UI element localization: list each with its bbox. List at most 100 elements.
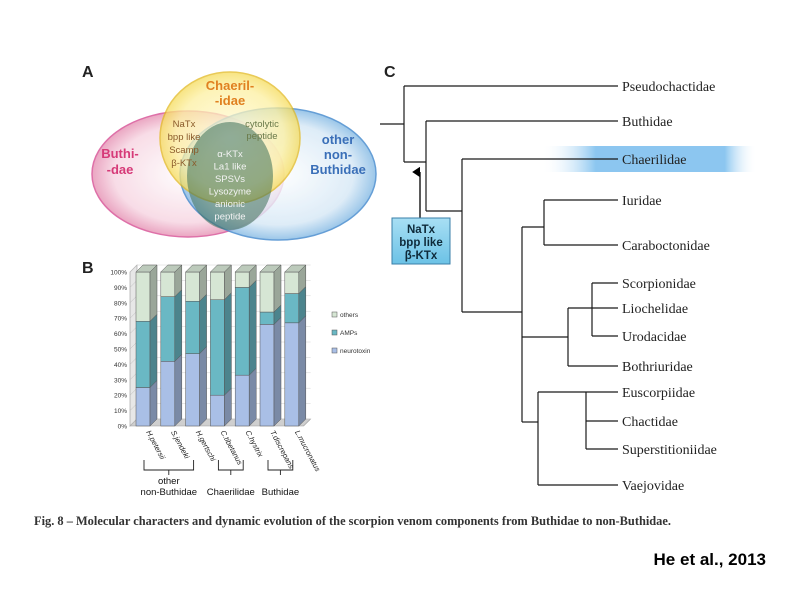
venn-text-buthidae-chaerilidae: Scamp xyxy=(169,145,199,156)
x-tick-label: T.discrepans xyxy=(268,429,296,471)
bar-segment-others xyxy=(160,271,176,297)
taxon-urodacidae: Urodacidae xyxy=(622,330,687,345)
panel-b-letter: B xyxy=(82,260,94,277)
bar-segment-others xyxy=(210,271,225,300)
bar-top xyxy=(234,264,257,273)
bar-segment-neurotoxin xyxy=(284,322,300,427)
x-tick-label: C.hystrix xyxy=(243,429,265,459)
legend-swatch-others xyxy=(331,311,338,318)
bar-segment-others xyxy=(234,271,250,288)
bar-segment-neurotoxin xyxy=(160,361,176,427)
bar-top xyxy=(184,264,208,273)
y-tick-label: 90% xyxy=(114,285,127,292)
bar-segment-AMPs xyxy=(259,311,275,325)
x-tick-label: S.jendeki xyxy=(169,429,192,461)
x-tick-label: H.petersii xyxy=(144,429,167,461)
bar-side-neurotoxin xyxy=(199,346,207,427)
taxon-iuridae: Iuridae xyxy=(622,194,662,209)
bar-side-others xyxy=(149,264,158,322)
bar-side-AMPs xyxy=(149,313,158,389)
x-tick-label: H.gertschi xyxy=(194,429,218,463)
taxon-scorpionidae: Scorpionidae xyxy=(622,277,696,292)
venn-text-shared: Lysozyme xyxy=(209,187,251,198)
bar-side-AMPs xyxy=(248,279,257,376)
bar-segment-neurotoxin xyxy=(185,353,200,427)
y-tick-label: 70% xyxy=(114,316,127,323)
taxon-caraboctonidae: Caraboctonidae xyxy=(622,239,710,254)
venn-text-shared: anionic xyxy=(215,199,245,210)
bar-side-neurotoxin xyxy=(298,315,307,427)
bar-side-neurotoxin xyxy=(174,353,183,427)
group-label: non-Buthidae xyxy=(141,487,198,498)
taxon-chactidae: Chactidae xyxy=(622,415,678,430)
bar-segment-neurotoxin xyxy=(210,394,225,427)
stacked-bar-chart: 0%10%20%30%40%50%60%70%80%90%100%H.peter… xyxy=(110,264,371,498)
bar-segment-AMPs xyxy=(284,293,300,324)
annotation-box xyxy=(391,217,451,265)
venn-text-buthidae-chaerilidae: bpp like xyxy=(168,132,201,143)
taxon-chaerilidae: Chaerilidae xyxy=(622,153,687,168)
citation: He et al., 2013 xyxy=(653,550,766,569)
bar-segment-AMPs xyxy=(135,321,151,388)
annotation-text: NaTx xyxy=(407,224,436,236)
taxon-buthidae: Buthidae xyxy=(622,115,673,130)
y-tick-label: 80% xyxy=(114,300,127,307)
bar-side-AMPs xyxy=(199,293,207,355)
venn-text-buthidae-chaerilidae: β-KTx xyxy=(171,158,197,169)
venn-label-chaerilidae: -idae xyxy=(215,93,245,108)
bar-top xyxy=(209,264,233,273)
legend-swatch-AMPs xyxy=(331,329,338,336)
venn-text-chaerilidae-other: cytolytic xyxy=(245,119,279,130)
bar-segment-others xyxy=(259,271,275,313)
taxon-euscorpiidae: Euscorpiidae xyxy=(622,386,695,401)
venn-diagram: Buthi--dae Chaeril--idae othernon-Buthidae… xyxy=(91,71,377,241)
annotation-text: bpp like xyxy=(399,237,442,249)
bar-segment-others xyxy=(185,271,200,302)
legend-swatch-neurotoxin xyxy=(331,347,338,354)
y-tick-label: 20% xyxy=(114,393,127,400)
bar-top xyxy=(135,264,158,273)
bar-side-AMPs xyxy=(174,289,183,362)
annotation-text: β-KTx xyxy=(405,250,438,262)
y-gridline xyxy=(129,264,138,273)
bar-segment-AMPs xyxy=(160,296,176,362)
bar-side-AMPs xyxy=(224,292,232,396)
legend-label-neurotoxin: neurotoxin xyxy=(340,348,371,355)
taxon-liochelidae: Liochelidae xyxy=(622,302,688,317)
venn-label-chaerilidae: Chaeril- xyxy=(206,78,254,93)
x-tick-label: L.mucronatus xyxy=(293,429,322,474)
y-tick-label: 50% xyxy=(114,347,127,354)
bar-top xyxy=(259,264,282,273)
venn-text-shared: La1 like xyxy=(214,162,247,173)
panel-c-letter: C xyxy=(384,64,396,81)
group-bracket xyxy=(143,460,195,471)
bar-segment-AMPs xyxy=(210,299,225,396)
group-label: Buthidae xyxy=(262,487,300,498)
taxon-superstitioniidae: Superstitioniidae xyxy=(622,443,717,458)
venn-text-buthidae-chaerilidae: NaTx xyxy=(173,119,196,130)
bar-side-neurotoxin xyxy=(273,316,282,427)
y-tick-label: 10% xyxy=(114,408,127,415)
venn-text-chaerilidae-other: peptide xyxy=(246,131,277,142)
venn-label-other-non-buthidae: non- xyxy=(324,147,352,162)
bar-segment-neurotoxin xyxy=(135,387,151,427)
bar-side-neurotoxin xyxy=(248,367,257,427)
venn-label-buthidae: -dae xyxy=(107,162,134,177)
y-tick-label: 40% xyxy=(114,362,127,369)
bar-side-others xyxy=(273,264,282,313)
bar-top xyxy=(284,264,307,273)
bar-segment-others xyxy=(135,271,151,322)
bar-segment-AMPs xyxy=(234,287,250,376)
bar-segment-AMPs xyxy=(185,301,200,354)
taxon-vaejovidae: Vaejovidae xyxy=(622,479,684,494)
group-label: other xyxy=(158,476,180,487)
venn-text-shared: α-KTx xyxy=(217,149,243,160)
x-tick-label: C.tibetanus xyxy=(219,429,245,467)
figure-caption: Fig. 8 – Molecular characters and dynami… xyxy=(34,514,671,528)
venn-label-other-non-buthidae: other xyxy=(322,132,355,147)
venn-label-other-non-buthidae: Buthidae xyxy=(310,162,366,177)
bar-segment-others xyxy=(284,271,300,294)
venn-label-buthidae: Buthi- xyxy=(101,146,139,161)
taxon-bothriuridae: Bothriuridae xyxy=(622,360,693,375)
y-tick-label: 100% xyxy=(110,270,127,277)
